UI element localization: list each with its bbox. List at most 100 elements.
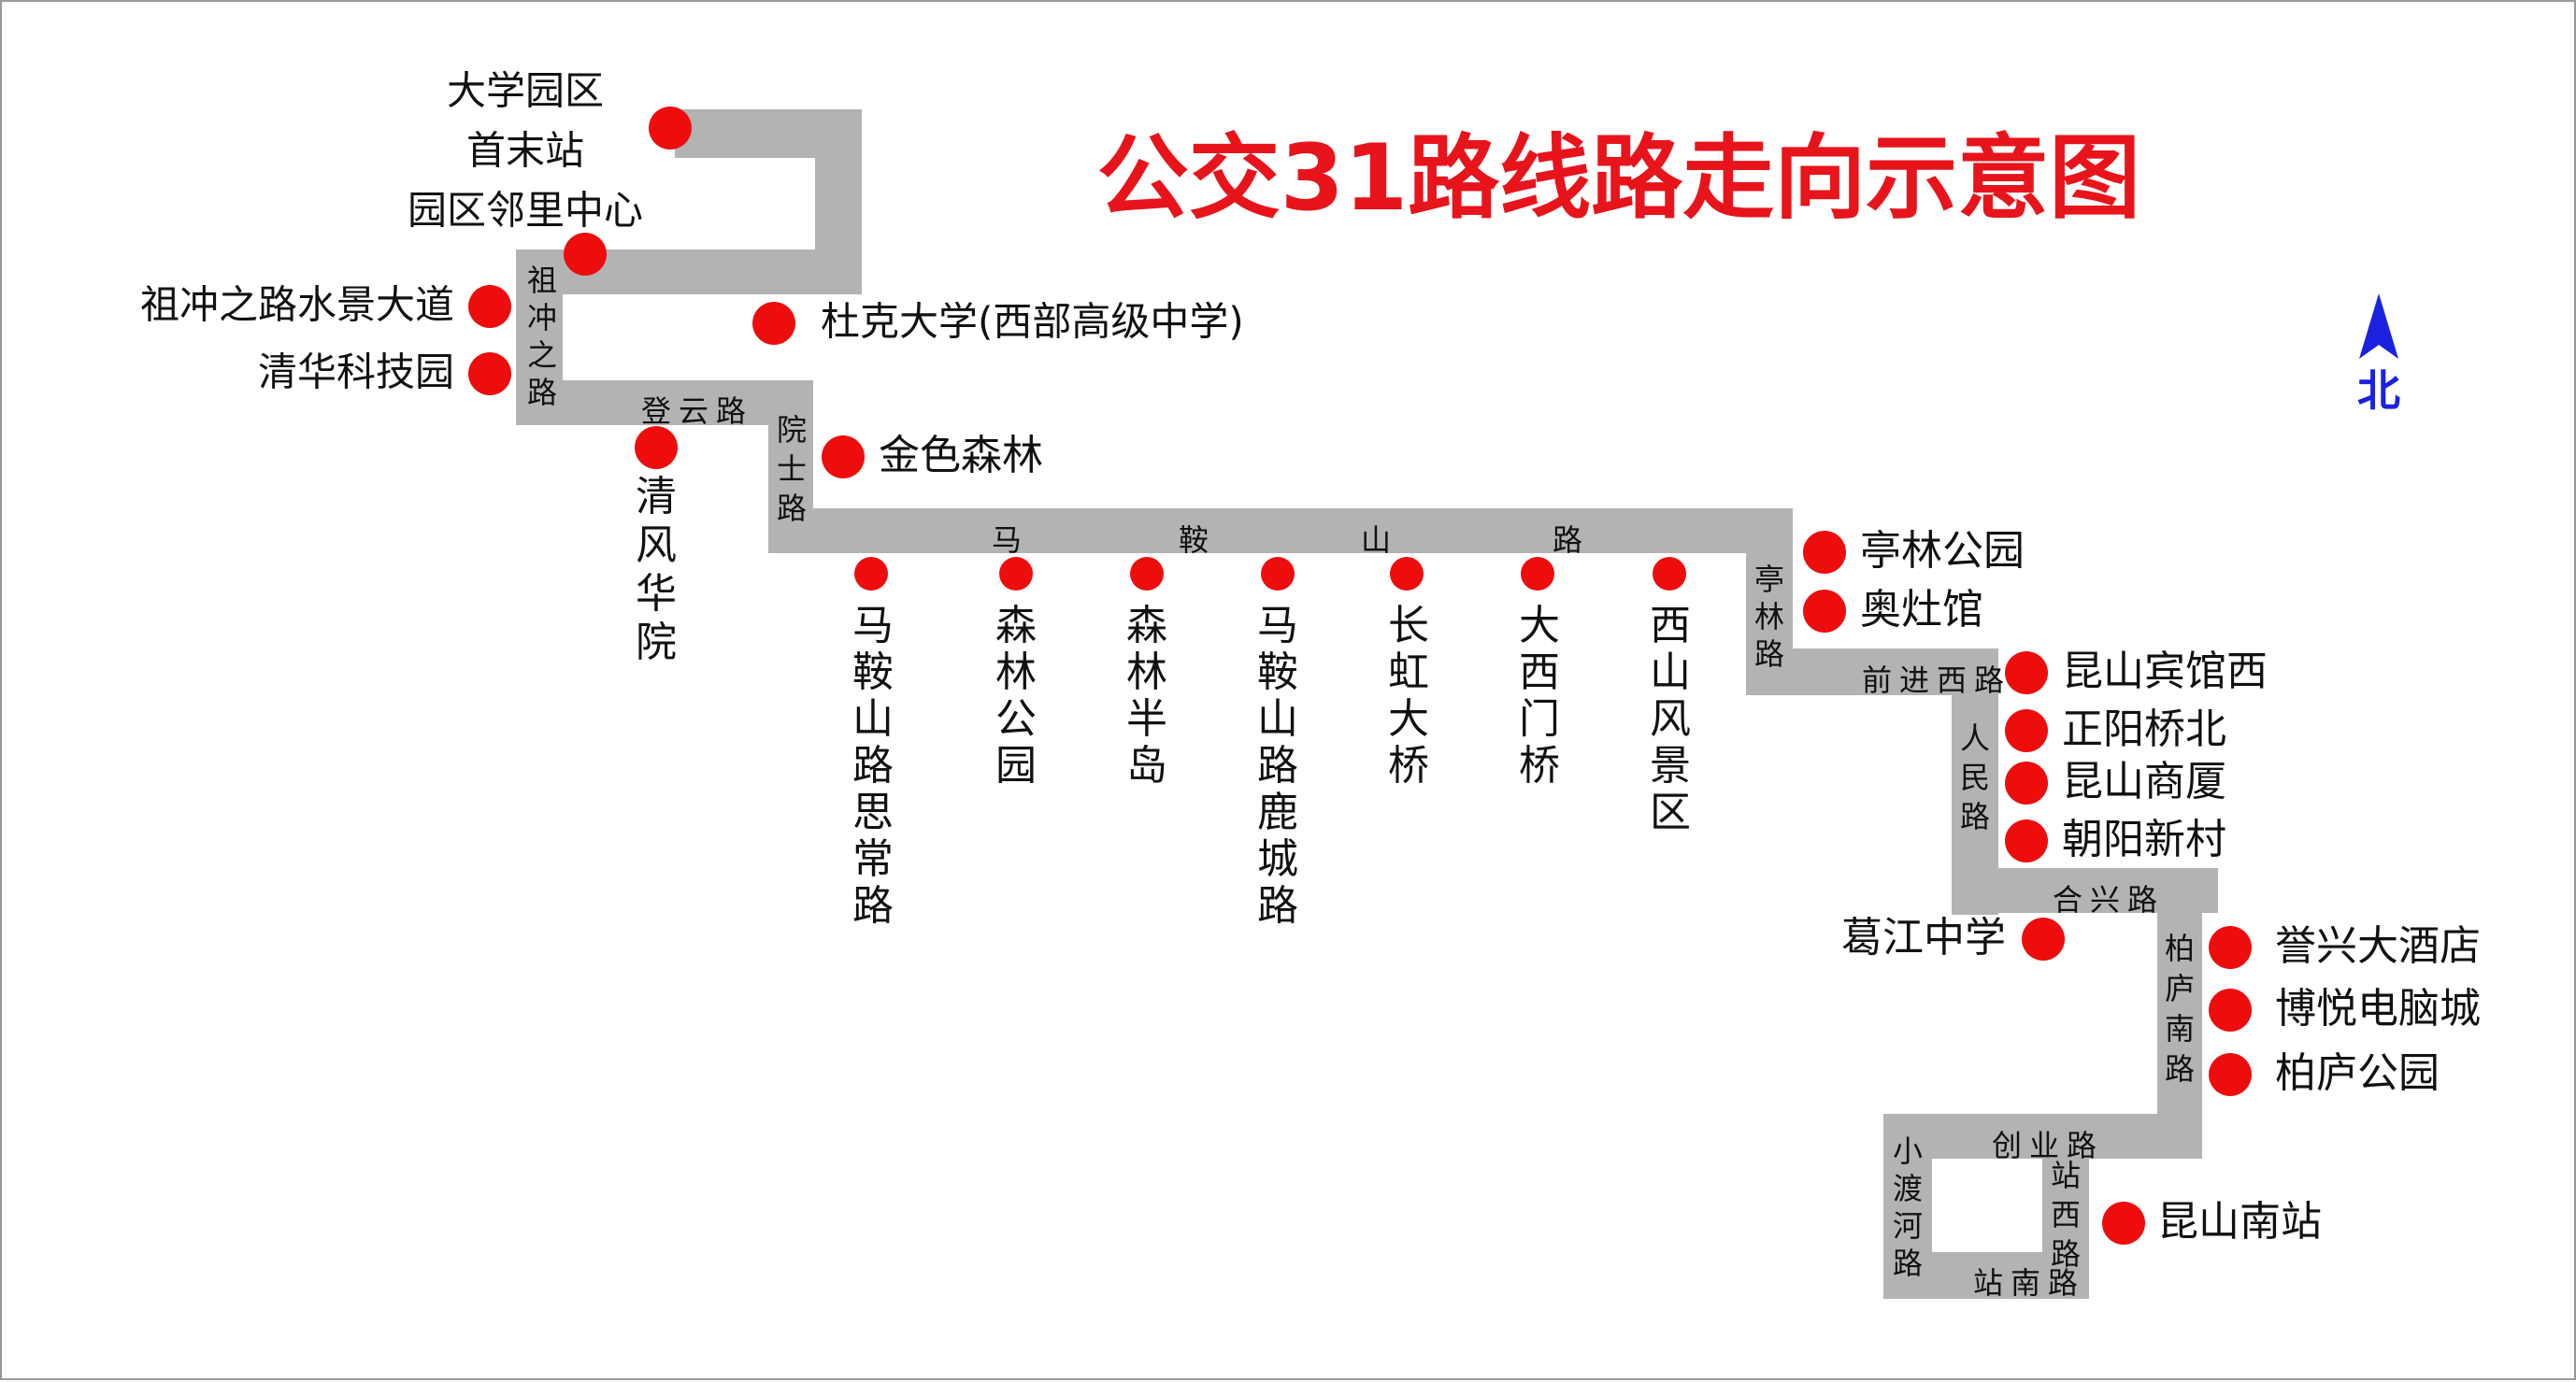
- stop-label-maan-lucheng: 路: [1257, 882, 1298, 930]
- stop-dot-chaoyang[interactable]: [2005, 819, 2048, 862]
- stop-label-senlingongyuan: 公: [995, 695, 1037, 743]
- stop-label-daxueyuanqu: 大学园区: [447, 68, 604, 114]
- stop-dot-changhong[interactable]: [1390, 557, 1424, 591]
- stop-dot-qinghuakeji[interactable]: [468, 352, 511, 395]
- stop-dot-daximen[interactable]: [1521, 557, 1554, 591]
- stop-dot-yuxing[interactable]: [2209, 926, 2252, 969]
- road-segment: [768, 508, 1793, 553]
- road-label-xiaoduhe: 路: [1893, 1246, 1923, 1281]
- stop-label-qinghuakeji: 清华科技园: [258, 349, 454, 395]
- stop-label-boyue: 博悦电脑城: [2275, 985, 2481, 1033]
- stop-dot-maan-lucheng[interactable]: [1261, 557, 1295, 591]
- road-label-maanshan: 马: [992, 522, 1022, 558]
- stop-markers: [468, 107, 2252, 1245]
- stop-label-xishan: 区: [1650, 789, 1691, 836]
- stop-label-xishan: 山: [1650, 648, 1691, 696]
- road-segment: [516, 380, 813, 425]
- stop-label-daximen: 桥: [1519, 742, 1560, 790]
- road-label-bailunan: 柏: [2165, 931, 2195, 966]
- stop-dot-bailugongyuan[interactable]: [2209, 1053, 2252, 1096]
- stop-dot-zuchongzhi-shuijing[interactable]: [468, 285, 511, 328]
- stop-label-zuchongzhi-shuijing: 祖冲之路水景大道: [140, 282, 454, 328]
- stop-label-duke: 杜克大学(西部高级中学): [821, 299, 1244, 345]
- road-label-tinglin: 路: [1754, 636, 1784, 672]
- stop-label-gejiang: 葛江中学: [1841, 914, 2006, 962]
- road-label-dengyun: 路: [716, 393, 746, 429]
- stop-label-senlinbandao: 半: [1126, 695, 1167, 743]
- road-label-dengyun: 登: [641, 393, 671, 429]
- stop-label-kunshanshangsha: 昆山商厦: [2062, 758, 2226, 805]
- stop-dot-senlinbandao[interactable]: [1130, 557, 1164, 591]
- road-label-qianjinxi: 路: [1974, 663, 2004, 698]
- stop-label-maan-sichang: 常: [852, 835, 894, 883]
- road-label-xiaoduhe: 河: [1893, 1208, 1923, 1244]
- road-label-bailunan: 路: [2165, 1051, 2195, 1087]
- stop-dot-yuanqulinli[interactable]: [564, 233, 607, 276]
- stop-label-daxueyuanqu: 首末站: [466, 128, 584, 174]
- stop-label-kunshannan: 昆山南站: [2157, 1198, 2322, 1246]
- road-label-zhannan: 站: [1973, 1265, 2003, 1301]
- map-title: 公交31路线路走向示意图: [1097, 125, 2140, 232]
- stop-dot-kunshanshangsha[interactable]: [2005, 762, 2048, 805]
- stop-label-bailugongyuan: 柏庐公园: [2275, 1049, 2440, 1097]
- stop-label-maan-lucheng: 山: [1257, 695, 1298, 743]
- stop-label-changhong: 长: [1388, 602, 1429, 649]
- stop-dot-xishan[interactable]: [1653, 557, 1686, 591]
- road-label-qianjinxi: 西: [1937, 663, 1967, 698]
- stop-label-qingfeng: 华: [636, 570, 677, 618]
- road-label-tinglin: 林: [1754, 599, 1784, 634]
- road-label-bailunan: 南: [2165, 1011, 2195, 1047]
- stop-dot-maan-sichang[interactable]: [854, 557, 888, 591]
- road-label-zhanxi: 西: [2051, 1197, 2081, 1232]
- stop-dot-zhengyang[interactable]: [2005, 709, 2048, 752]
- stop-label-maan-lucheng: 路: [1257, 742, 1298, 790]
- stop-label-senlinbandao: 林: [1126, 648, 1167, 696]
- road-segment: [815, 109, 862, 251]
- road-segment: [1746, 648, 1952, 695]
- stop-dot-qingfeng[interactable]: [635, 426, 678, 469]
- stop-dot-duke[interactable]: [752, 302, 795, 345]
- stop-label-maan-sichang: 路: [852, 742, 894, 790]
- stop-label-qingfeng: 院: [636, 619, 677, 666]
- stop-label-qingfeng: 清: [636, 473, 677, 520]
- road-labels: 祖冲之路登云路院士路马鞍山路亭林路前进西路人民路合兴路柏庐南路创业路小渡河路站西…: [527, 263, 2195, 1301]
- stop-label-changhong: 虹: [1388, 648, 1429, 696]
- stop-label-maan-lucheng: 鹿: [1257, 789, 1298, 836]
- stop-label-aozaoguan: 奥灶馆: [1860, 586, 1983, 634]
- stop-label-maan-lucheng: 马: [1257, 602, 1298, 649]
- road-label-zhannan: 路: [2048, 1265, 2078, 1301]
- stop-label-daximen: 门: [1519, 695, 1560, 743]
- stop-labels: 大学园区首末站园区邻里中心祖冲之路水景大道清华科技园杜克大学(西部高级中学)清风…: [140, 68, 2481, 1247]
- stop-dot-jinse[interactable]: [822, 435, 865, 478]
- road-label-hexing: 路: [2127, 882, 2157, 918]
- stop-dot-aozaoguan[interactable]: [1803, 590, 1846, 633]
- road-segment: [2042, 1114, 2089, 1299]
- road-label-yuanshi: 院: [777, 412, 807, 448]
- stop-label-chaoyang: 朝阳新村: [2062, 816, 2226, 863]
- stop-label-tinglingongyuan: 亭林公园: [1860, 527, 2025, 575]
- stop-label-kunshanbinguan: 昆山宾馆西: [2062, 648, 2268, 695]
- road-label-hexing: 合: [2053, 882, 2082, 918]
- road-label-qianjinxi: 前: [1862, 663, 1892, 698]
- stop-label-xishan: 西: [1650, 602, 1691, 649]
- road-label-tinglin: 亭: [1754, 562, 1784, 597]
- stop-dot-daxueyuanqu[interactable]: [649, 107, 692, 150]
- stop-label-senlingongyuan: 园: [995, 742, 1037, 790]
- stop-dot-boyue[interactable]: [2209, 989, 2252, 1032]
- stop-dot-senlingongyuan[interactable]: [999, 557, 1033, 591]
- stop-dot-kunshanbinguan[interactable]: [2005, 651, 2048, 694]
- stop-dot-tinglingongyuan[interactable]: [1803, 531, 1846, 574]
- road-label-zuchongzhi: 冲: [527, 300, 557, 335]
- road-label-maanshan: 路: [1553, 522, 1582, 558]
- stop-label-daximen: 西: [1519, 648, 1560, 696]
- stop-dot-gejiang[interactable]: [2022, 918, 2065, 961]
- stop-label-maan-lucheng: 鞍: [1257, 648, 1298, 696]
- stop-dot-kunshannan[interactable]: [2102, 1202, 2145, 1245]
- road-label-zhannan: 南: [2011, 1265, 2040, 1301]
- stop-label-maan-sichang: 马: [852, 602, 894, 649]
- north-label: 北: [2357, 365, 2400, 416]
- road-segment: [2157, 868, 2202, 1120]
- stop-label-maan-sichang: 路: [852, 882, 894, 930]
- stop-label-senlingongyuan: 林: [995, 648, 1037, 696]
